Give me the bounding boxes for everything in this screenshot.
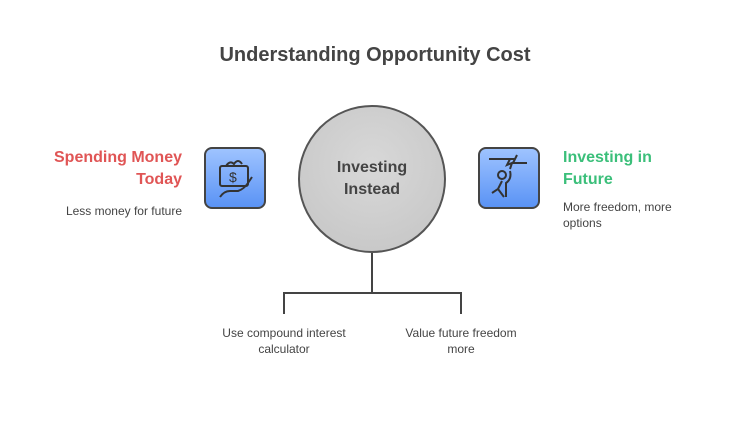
center-label-2: Instead — [343, 181, 400, 198]
right-description-2: options — [563, 216, 602, 230]
left-description: Less money for future — [65, 204, 182, 218]
left-heading-1: Spending Money — [54, 149, 182, 166]
bottom-item-1: Use compound interest calculator — [204, 325, 364, 357]
center-label-1: Investing — [336, 159, 408, 176]
right-heading: Investing in Future — [563, 147, 652, 191]
bottom-item-1-line1: Use compound interest — [222, 326, 346, 340]
connector-right — [460, 292, 462, 314]
diagram-title: Understanding Opportunity Cost — [219, 44, 531, 66]
bottom-item-2-line2: more — [447, 342, 475, 356]
connector-stem — [371, 253, 373, 293]
connector-bar — [283, 292, 462, 294]
connector-left — [283, 292, 285, 314]
person-reaching-icon — [478, 147, 540, 209]
right-description: More freedom, more options — [563, 199, 672, 231]
right-heading-2: Future — [563, 171, 613, 188]
bottom-item-2-line1: Value future freedom — [405, 326, 517, 340]
right-description-1: More freedom, more — [563, 200, 672, 214]
svg-text:$: $ — [229, 169, 237, 185]
bottom-item-2: Value future freedom more — [381, 325, 541, 357]
money-hand-icon: $ — [204, 147, 266, 209]
bottom-item-1-line2: calculator — [258, 342, 310, 356]
right-heading-1: Investing in — [563, 149, 652, 166]
left-heading-2: Today — [136, 171, 182, 188]
